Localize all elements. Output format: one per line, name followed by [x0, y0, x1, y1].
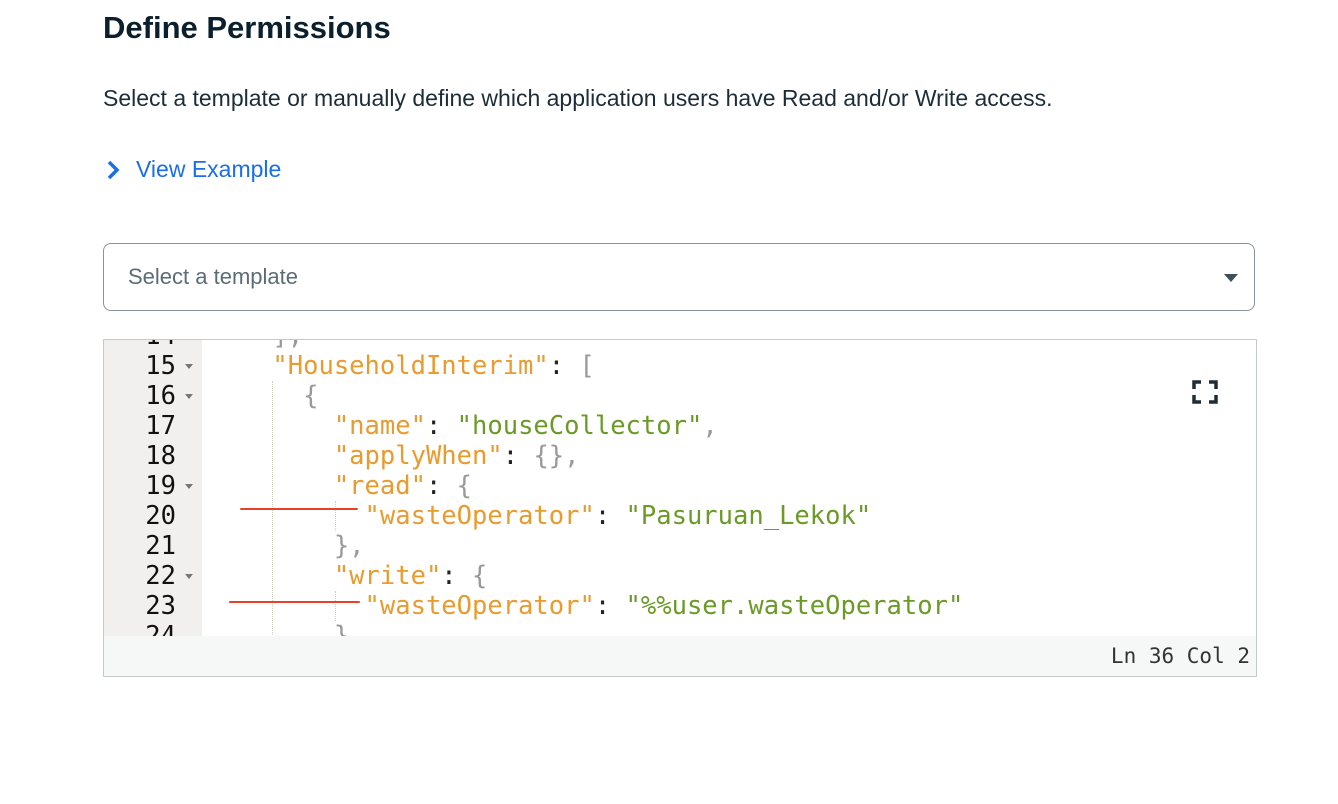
- code-token: ],: [272, 340, 303, 351]
- annotation-mark: [229, 601, 360, 603]
- indent: [211, 340, 272, 351]
- line-number: 19: [145, 471, 176, 501]
- code-token: "read": [333, 471, 426, 501]
- page-title: Define Permissions: [103, 10, 391, 45]
- code-text: ],: [211, 340, 303, 351]
- line-number: 20: [145, 501, 176, 531]
- code-token: {: [303, 381, 319, 411]
- code-token: :: [425, 411, 457, 441]
- code-token: "wasteOperator": [364, 591, 595, 621]
- indent: [211, 531, 334, 561]
- page-description: Select a template or manually define whi…: [103, 85, 1053, 111]
- code-line: 15 "HouseholdInterim": [: [104, 351, 1256, 381]
- code-token: "write": [333, 561, 442, 591]
- indent-guide: [335, 501, 336, 531]
- indent: [211, 381, 303, 411]
- code-token: ,: [702, 411, 718, 441]
- code-token: :: [548, 351, 580, 381]
- code-text: "write": {: [211, 561, 488, 591]
- fold-arrow-icon[interactable]: [185, 574, 193, 579]
- code-area[interactable]: 14 ],15 "HouseholdInterim": [16 {17 "nam…: [104, 340, 1256, 636]
- code-line: 17 "name": "houseCollector",: [104, 411, 1256, 441]
- code-token: "Pasuruan_Lekok": [625, 501, 872, 531]
- indent: [211, 561, 334, 591]
- indent: [211, 471, 334, 501]
- code-line: 21 },: [104, 531, 1256, 561]
- fullscreen-icon[interactable]: [1192, 380, 1218, 404]
- view-example-label: View Example: [136, 156, 282, 182]
- code-token: "applyWhen": [333, 441, 503, 471]
- view-example-link[interactable]: View Example: [106, 156, 281, 183]
- fold-arrow-icon[interactable]: [185, 364, 193, 369]
- cursor-position-status: Ln 36 Col 2: [104, 636, 1256, 676]
- template-select[interactable]: Select a template: [103, 243, 1255, 311]
- indent: [211, 591, 365, 621]
- line-number: 22: [145, 561, 176, 591]
- code-line: 24 }: [104, 621, 1256, 636]
- line-number: 17: [145, 411, 176, 441]
- code-text: "read": {: [211, 471, 472, 501]
- code-token: "HouseholdInterim": [272, 351, 549, 381]
- code-line: 14 ],: [104, 340, 1256, 351]
- caret-down-icon: [1224, 274, 1238, 282]
- code-token: }: [333, 621, 350, 636]
- indent-guide: [335, 591, 336, 621]
- code-token: {},: [533, 441, 580, 471]
- code-text: }: [211, 621, 349, 636]
- indent: [211, 351, 272, 381]
- code-text: "name": "houseCollector",: [211, 411, 718, 441]
- code-token: },: [333, 531, 365, 561]
- code-text: "wasteOperator": "%%user.wasteOperator": [211, 591, 964, 621]
- code-line: 19 "read": {: [104, 471, 1256, 501]
- code-token: :: [594, 591, 626, 621]
- code-token: :: [502, 441, 534, 471]
- code-token: :: [441, 561, 473, 591]
- code-text: },: [211, 531, 365, 561]
- line-number: 15: [145, 351, 176, 381]
- fold-arrow-icon[interactable]: [185, 394, 193, 399]
- code-token: :: [594, 501, 626, 531]
- code-token: {: [456, 471, 473, 501]
- code-token: "wasteOperator": [364, 501, 595, 531]
- indent: [211, 501, 365, 531]
- indent: [211, 411, 334, 441]
- code-line: 18 "applyWhen": {},: [104, 441, 1256, 471]
- code-text: {: [211, 381, 318, 411]
- code-line: 16 {: [104, 381, 1256, 411]
- chevron-right-icon: [107, 160, 120, 179]
- code-token: {: [472, 561, 488, 591]
- code-line: 23 "wasteOperator": "%%user.wasteOperato…: [104, 591, 1256, 621]
- line-number: 24: [145, 621, 176, 636]
- code-token: "%%user.wasteOperator": [625, 591, 964, 621]
- line-number: 23: [145, 591, 176, 621]
- code-text: "wasteOperator": "Pasuruan_Lekok": [211, 501, 872, 531]
- code-line: 20 "wasteOperator": "Pasuruan_Lekok": [104, 501, 1256, 531]
- code-text: "applyWhen": {},: [211, 441, 580, 471]
- line-number: 21: [145, 531, 176, 561]
- line-number: 14: [124, 340, 176, 351]
- code-token: "name": [333, 411, 426, 441]
- annotation-mark: [240, 508, 358, 510]
- code-token: "houseCollector": [456, 411, 703, 441]
- line-number: 16: [145, 381, 176, 411]
- template-select-placeholder: Select a template: [128, 264, 298, 289]
- fold-arrow-icon[interactable]: [185, 484, 193, 489]
- code-text: "HouseholdInterim": [: [211, 351, 595, 381]
- indent: [211, 441, 334, 471]
- indent: [211, 621, 334, 636]
- code-editor[interactable]: 14 ],15 "HouseholdInterim": [16 {17 "nam…: [103, 339, 1257, 677]
- code-token: [: [579, 351, 595, 381]
- code-line: 22 "write": {: [104, 561, 1256, 591]
- code-token: :: [425, 471, 457, 501]
- line-number: 18: [145, 441, 176, 471]
